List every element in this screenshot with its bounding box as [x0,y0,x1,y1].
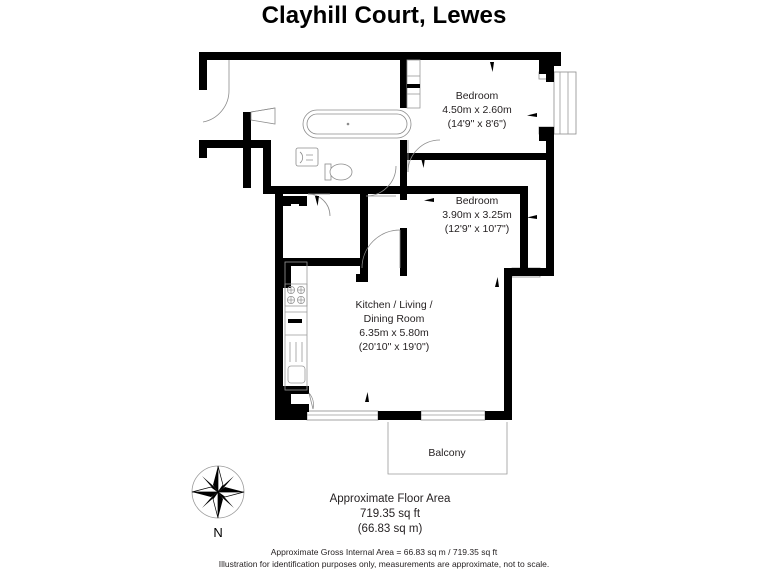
bedroom-1-door [407,139,441,173]
page-title: Clayhill Court, Lewes [261,2,507,29]
bedroom-1-label: Bedroom [456,90,499,102]
bedroom-2-label: Bedroom [456,195,499,207]
living-room-door [307,193,331,217]
bedroom-2-dim-imperial: (12'9" x 10'7") [445,223,510,235]
entry-door [202,60,230,123]
window-direction-arrows [315,62,537,402]
bathroom-door [365,165,397,197]
bedroom-1-bay-window [538,71,577,135]
exterior-walls [199,52,561,420]
kitchen-living-dim-imperial: (20'10" x 19'0") [359,341,429,353]
bedroom-1-label-group: Bedroom 4.50m x 2.60m (14'9" x 8'6") [442,90,512,130]
floor-area-heading: Approximate Floor Area [329,493,451,505]
disclaimer-line-1: Approximate Gross Internal Area = 66.83 … [270,547,498,557]
bathtub-fixture [302,109,412,139]
bedroom-2-label-group: Bedroom 3.90m x 3.25m (12'9" x 10'7") [442,195,512,235]
bedroom-1-wardrobe [406,59,421,109]
disclaimer-line-2: Illustration for identification purposes… [218,558,550,569]
kitchen-living-label-line1: Kitchen / Living / [355,299,432,311]
floor-area-sqm: (66.83 sq m) [357,523,423,535]
disclaimer-block: Approximate Gross Internal Area = 66.83 … [84,547,684,570]
bedroom-2-dim-metric: 3.90m x 3.25m [442,209,512,221]
storage-cupboard-door [308,392,314,410]
kitchen-living-label-line2: Dining Room [364,313,425,325]
compass-rose: N [191,465,245,540]
kitchen-living-dim-metric: 6.35m x 5.80m [359,327,429,339]
hall-cupboard-door [250,107,276,125]
toilet-fixture [324,163,353,181]
balcony-outline [387,422,508,475]
balcony-label: Balcony [428,447,466,459]
bedroom-1-dim-metric: 4.50m x 2.60m [442,104,512,116]
compass-north-label: N [213,525,222,540]
kitchen-living-label-group: Kitchen / Living / Dining Room 6.35m x 5… [355,299,432,353]
bedroom-1-dim-imperial: (14'9" x 8'6") [448,118,507,130]
bedroom-2-door [361,229,401,269]
kitchen-units [284,261,308,391]
floor-area-sqft: 719.35 sq ft [359,508,421,520]
floor-area-block: Approximate Floor Area 719.35 sq ft (66.… [290,492,490,537]
wash-basin-fixture [295,147,319,167]
